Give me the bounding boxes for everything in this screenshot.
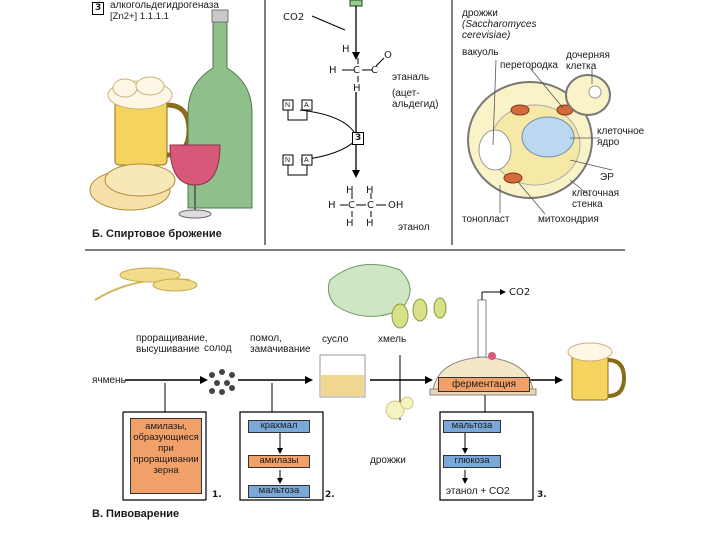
box3-products: этанол + CO2 — [446, 486, 510, 497]
wort-label: сусло — [322, 334, 349, 345]
vacuole-label: вакуоль — [462, 47, 499, 58]
bread-icon — [89, 163, 176, 211]
nad-a-label: A — [304, 157, 309, 164]
mitochondria-label: митохондрия — [538, 214, 599, 225]
nadh-a-label: A — [304, 102, 309, 109]
nadh-n-label: N — [285, 102, 291, 109]
step-number-enzyme: 3 — [92, 2, 105, 15]
box1-number: 1. — [212, 490, 222, 500]
c-2: C — [371, 65, 378, 76]
hops-label: хмель — [378, 334, 407, 345]
h-bottom-2b: H — [366, 218, 374, 229]
fermentation-label: ферментация — [438, 377, 530, 392]
box3-maltose: мальтоза — [443, 420, 501, 433]
daughter-cell-label: дочерняя клетка — [566, 50, 610, 72]
box1-amylases: амилазы, образующиеся при проращивании з… — [130, 418, 202, 494]
nucleus-label: клеточное ядро — [597, 126, 645, 148]
beer-mug-icon — [107, 76, 192, 166]
h-top-1: H — [342, 44, 350, 55]
wheat-icon — [94, 267, 198, 301]
box2-amylase: амилазы — [248, 455, 310, 468]
cell-wall-label: клеточная стенка — [572, 188, 620, 210]
yeast-title: дрожжи — [462, 8, 498, 19]
septum-label: перегородка — [500, 60, 558, 71]
step2-process-label: помол, замачивание — [250, 333, 311, 355]
o-1: O — [384, 50, 392, 61]
c-3: C — [348, 200, 355, 211]
section-title-brewing: В. Пивоварение — [92, 508, 180, 520]
h-bottom-2a: H — [346, 218, 354, 229]
h-left-1: H — [329, 65, 337, 76]
yeast-cluster-icon — [385, 396, 414, 420]
nad-icon — [282, 154, 313, 176]
oh-label: OH — [388, 200, 404, 211]
h-left-2: H — [328, 200, 336, 211]
yeast-input-label: дрожжи — [370, 455, 406, 466]
section-title-fermentation: Б. Спиртовое брожение — [92, 228, 222, 240]
yeast-cell-icon — [467, 74, 611, 199]
c-4: C — [367, 200, 374, 211]
tonoplast-label: тонопласт — [462, 214, 510, 225]
co2-label-vessel: CO2 — [509, 287, 531, 298]
wine-glass-icon — [169, 144, 221, 219]
ethanol-label: этанол — [398, 222, 430, 233]
yeast-species: (Saccharomyces cerevisiae) — [462, 19, 537, 41]
h-top-2b: H — [366, 185, 374, 196]
malt-grains-icon — [209, 369, 235, 395]
enzyme-subtitle: [Zn2+] 1.1.1.1 — [110, 11, 169, 22]
box2-starch: крахмал — [248, 420, 310, 433]
nadh-icon — [282, 99, 313, 121]
nad-n-label: N — [285, 157, 291, 164]
ethanal-label: этаналь — [392, 72, 430, 83]
acetaldehyde-label: (ацет-альдегид) — [392, 88, 439, 110]
h-bottom-1: H — [353, 83, 361, 94]
box3-glucose: глюкоза — [443, 455, 501, 468]
beer-mug-small-icon — [567, 342, 627, 401]
c-1: C — [353, 65, 360, 76]
enzyme-name: алкогольдегидрогеназа — [110, 0, 219, 11]
box3-number: 3. — [537, 490, 547, 500]
barley-label: ячмень — [92, 375, 126, 386]
wort-beaker-icon — [319, 354, 366, 398]
step-number-middle: 3 — [352, 132, 365, 145]
er-label: ЭР — [600, 172, 614, 183]
malt-label: солод — [204, 343, 232, 354]
co2-label-top: CO2 — [283, 12, 305, 23]
step1-process-label: проращивание, высушивание — [136, 333, 208, 355]
hop-plant-icon — [327, 263, 447, 329]
box2-maltose: мальтоза — [248, 485, 310, 498]
h-top-2a: H — [346, 185, 354, 196]
box2-number: 2. — [325, 490, 335, 500]
